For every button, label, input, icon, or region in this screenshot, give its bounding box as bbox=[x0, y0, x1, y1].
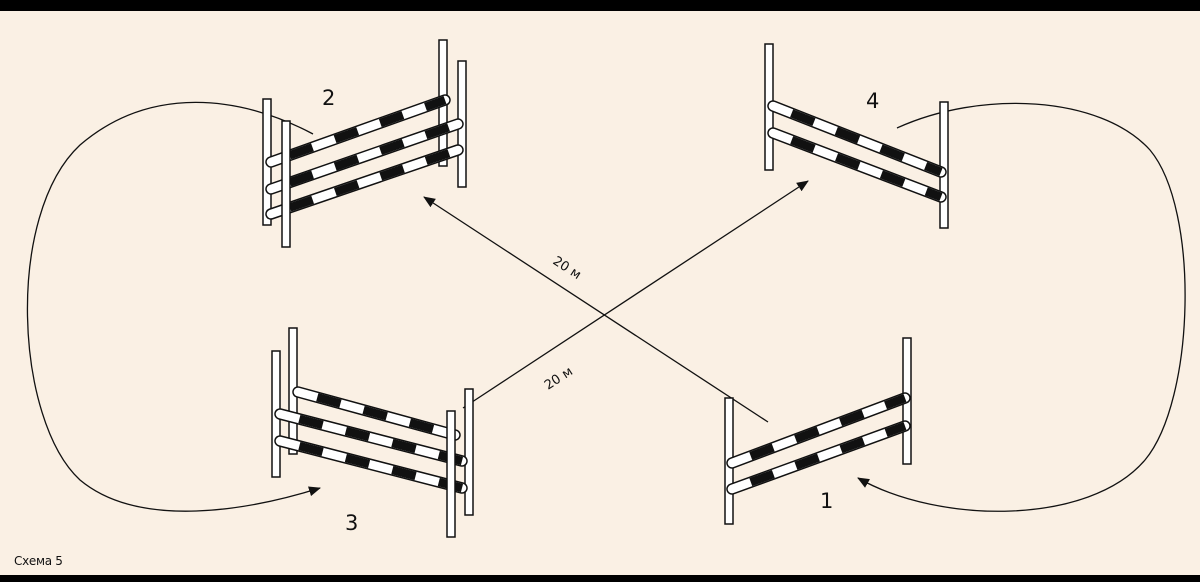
obstacle-number-3: 3 bbox=[345, 511, 358, 535]
obstacle-number-4: 4 bbox=[866, 89, 879, 113]
obstacle-number-1: 1 bbox=[820, 489, 833, 513]
route-4-to-1 bbox=[857, 102, 1186, 512]
obstacle-3-standard-front bbox=[446, 410, 456, 538]
obstacle-3-pole-2 bbox=[274, 408, 468, 467]
obstacle-3-standard-3 bbox=[464, 388, 474, 516]
route-lines bbox=[26, 101, 1186, 512]
obstacle-3-pole-3 bbox=[274, 435, 468, 494]
obstacle-2-jump bbox=[262, 39, 467, 248]
diagram-caption: Схема 5 bbox=[14, 554, 63, 568]
diagram-background bbox=[0, 11, 1200, 575]
obstacle-4-standard-2 bbox=[939, 101, 949, 229]
obstacle-4-jump bbox=[764, 43, 949, 229]
route-2-to-3 bbox=[26, 101, 321, 512]
obstacle-2-standard-front bbox=[281, 120, 291, 248]
obstacle-4-pole-1 bbox=[767, 100, 947, 178]
obstacle-4-pole-2 bbox=[767, 127, 947, 203]
obstacle-2-pole-1 bbox=[265, 94, 451, 168]
obstacle-2-pole-3 bbox=[265, 144, 464, 220]
diagonal-1-to-2 bbox=[423, 196, 769, 423]
obstacle-1-pole-2 bbox=[726, 420, 911, 495]
obstacle-2-pole-2 bbox=[265, 118, 464, 195]
obstacle-number-2: 2 bbox=[322, 86, 335, 110]
obstacle-1-pole-1 bbox=[726, 392, 911, 469]
obstacle-3-pole-1 bbox=[292, 386, 461, 441]
obstacle-1-jump bbox=[724, 337, 912, 525]
obstacle-3-jump bbox=[271, 327, 474, 538]
diagonal-3-to-4 bbox=[462, 180, 809, 409]
